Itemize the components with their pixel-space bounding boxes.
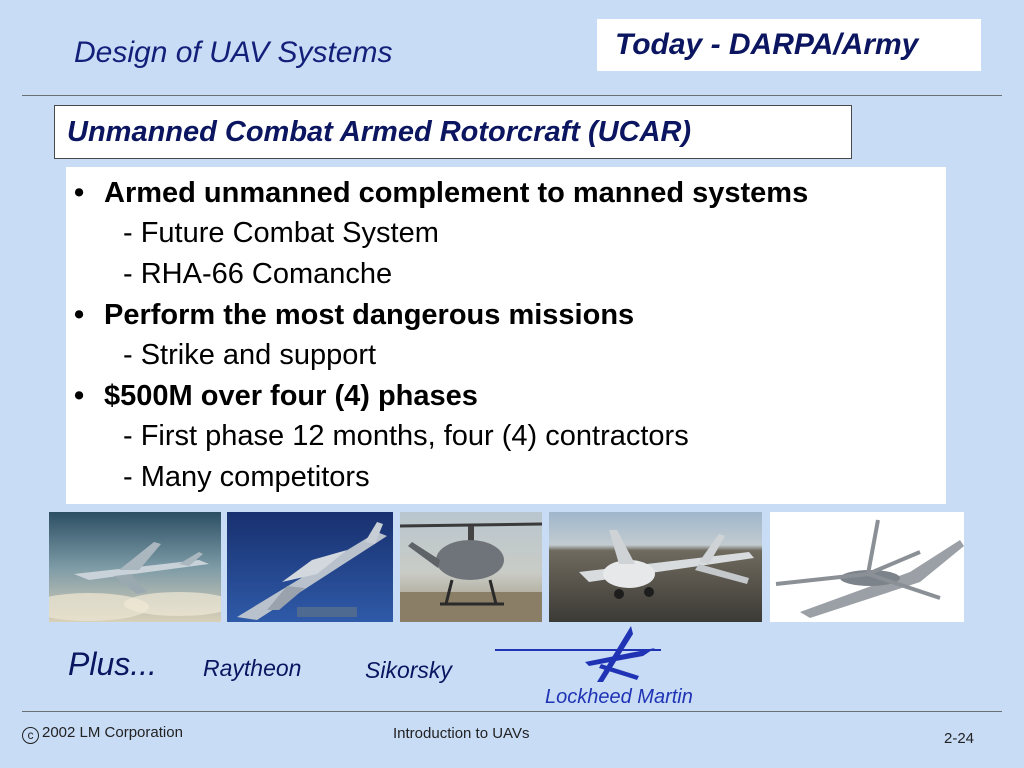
bullet-item: • Perform the most dangerous missions: [74, 295, 946, 335]
page-number: 2-24: [944, 730, 975, 747]
bullet-item: • $500M over four (4) phases: [74, 376, 946, 416]
uav-concept-cloud-photo: [49, 512, 221, 622]
header-divider: [22, 95, 1002, 96]
bullet-item: • Armed unmanned complement to manned sys…: [74, 173, 946, 213]
copyright-icon: c: [22, 727, 39, 744]
bullet-icon: •: [74, 380, 85, 412]
sub-item: - RHA-66 Comanche: [123, 258, 393, 290]
bullet-icon: •: [74, 177, 85, 209]
sub-item: - Strike and support: [123, 339, 377, 371]
uav-runway-photo: [549, 512, 762, 622]
lockheed-martin-label: Lockheed Martin: [545, 686, 693, 708]
copyright-text: 2002 LM Corporation: [42, 724, 183, 741]
slide-topic-label: Today - DARPA/Army: [597, 19, 981, 71]
bullet-text: $500M over four (4) phases: [104, 380, 478, 412]
sub-item: - Many competitors: [123, 461, 370, 493]
unmanned-helicopter-photo: [400, 512, 542, 622]
plus-label: Plus...: [68, 646, 157, 682]
lockheed-martin-star-logo: [493, 624, 663, 695]
bullet-text: Armed unmanned complement to manned syst…: [104, 177, 809, 209]
footer-course-title: Introduction to UAVs: [393, 725, 530, 742]
bullet-list: • Armed unmanned complement to manned sys…: [66, 167, 946, 504]
footer-divider: [22, 711, 1002, 712]
uav-concept-navy-photo: [227, 512, 393, 622]
presentation-title: Design of UAV Systems: [74, 36, 393, 69]
sikorsky-label: Sikorsky: [365, 657, 452, 683]
slide-title: Unmanned Combat Armed Rotorcraft (UCAR): [54, 105, 852, 159]
sub-item: - First phase 12 months, four (4) contra…: [123, 420, 689, 452]
sub-item: - Future Combat System: [123, 217, 439, 249]
raytheon-label: Raytheon: [203, 655, 302, 681]
bullet-text: Perform the most dangerous missions: [104, 299, 635, 331]
bullet-icon: •: [74, 299, 85, 331]
rotorcraft-render-photo: [770, 512, 964, 622]
